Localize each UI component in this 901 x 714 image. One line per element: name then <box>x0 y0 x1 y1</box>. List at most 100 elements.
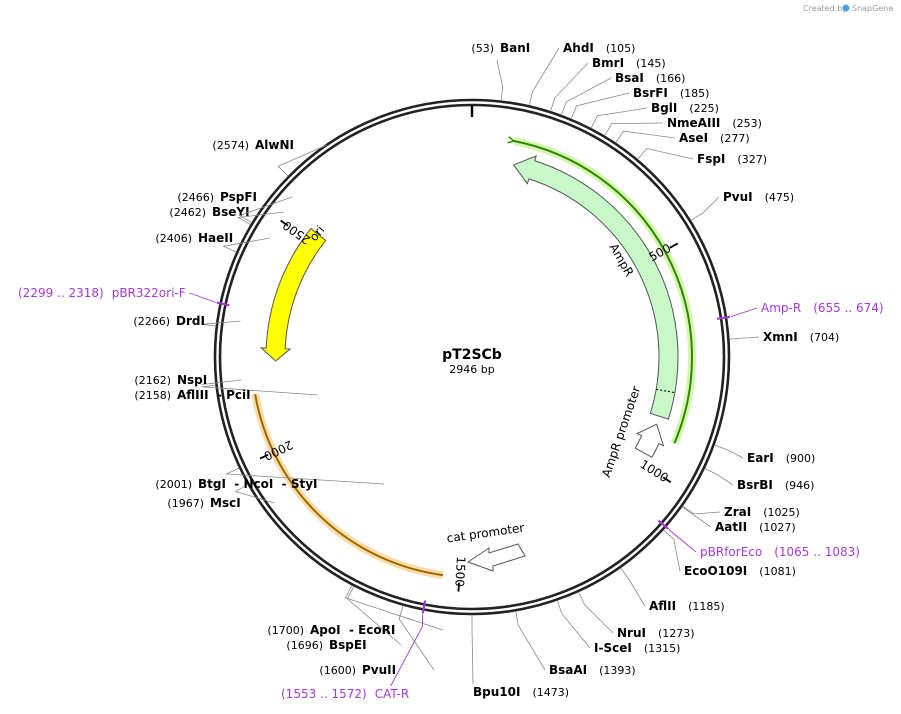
plasmid-length: 2946 bp <box>449 363 494 376</box>
enzyme-leader-line <box>578 591 614 634</box>
enzyme-leader-line <box>222 237 271 253</box>
primer-label[interactable]: (2299 .. 2318)pBR322ori-F <box>18 286 216 303</box>
primer-leader-line <box>189 292 216 303</box>
enzyme-site[interactable]: ApoI - EcoRI(1700) <box>267 585 443 637</box>
enzyme-leader-line <box>496 59 504 101</box>
enzyme-leader-line <box>714 444 744 459</box>
primer-name: CAT-R <box>375 687 410 701</box>
enzyme-name: BsrFI <box>633 86 668 100</box>
primer-range: (1553 .. 1572) <box>281 687 367 701</box>
enzyme-site[interactable]: FspI(327) <box>637 148 767 166</box>
enzyme-name: EcoO109I <box>684 564 747 578</box>
enzyme-site[interactable]: AseI(277) <box>615 130 750 145</box>
enzyme-site[interactable]: BsrBI(946) <box>704 468 815 492</box>
enzyme-site[interactable]: BmrI (145) <box>550 56 666 112</box>
feature-bands <box>251 136 696 580</box>
enzyme-site[interactable]: PvuI(475) <box>690 190 794 221</box>
enzyme-name: HaeII <box>198 231 233 245</box>
enzyme-site[interactable]: NruI(1273) <box>578 591 695 640</box>
enzyme-site[interactable]: AatII(1027) <box>681 506 796 534</box>
enzyme-position: (166) <box>656 72 686 85</box>
pbrforeco-primer-mark <box>657 519 669 530</box>
enzyme-position: (225) <box>689 102 719 115</box>
ampr-coverage-arrow-icon <box>507 136 516 144</box>
enzyme-site[interactable]: BanI(53) <box>471 41 530 101</box>
primer-label[interactable]: (1065 .. 1083)pBRforEco <box>668 529 860 559</box>
enzyme-leader-line <box>515 611 546 671</box>
enzyme-leader-line <box>681 506 712 528</box>
enzyme-site[interactable]: ZraI(1025) <box>682 505 800 519</box>
primer-label[interactable]: (1553 .. 1572) CAT-R <box>281 614 424 701</box>
enzyme-site[interactable]: DrdI(2266) <box>133 314 241 328</box>
enzyme-leader-line <box>238 196 293 224</box>
enzyme-site[interactable]: XmnI(704) <box>729 330 839 344</box>
enzyme-site[interactable]: PvuII(1600) <box>319 605 435 677</box>
ampr-feature <box>512 155 679 420</box>
enzyme-site[interactable]: I-SceI(1315) <box>556 600 680 655</box>
pbr322ori-f-primer-mark <box>216 301 230 307</box>
enzyme-site[interactable]: EcoO109I (1081) <box>663 529 796 578</box>
enzyme-site[interactable]: AlwNI(2574) <box>212 138 328 177</box>
enzyme-site[interactable]: BsaAI(1393) <box>515 611 636 677</box>
enzyme-site[interactable]: AflII(1185) <box>620 567 725 613</box>
enzyme-leader-line <box>550 62 589 112</box>
enzyme-name: AflII <box>649 599 676 613</box>
enzyme-leader-line <box>201 379 242 385</box>
enzyme-site[interactable]: BseYI(2462) <box>169 205 285 226</box>
plasmid-backbone <box>213 98 731 616</box>
enzyme-leader-line <box>528 47 560 106</box>
enzyme-position: (2466) <box>177 191 214 204</box>
enzyme-name: EarI <box>747 451 774 465</box>
ampr-divider <box>656 388 675 394</box>
enzyme-leader-line <box>704 468 734 486</box>
enzyme-site[interactable]: NmeAIII(253) <box>604 116 762 136</box>
enzyme-site[interactable]: NspI(2162) <box>134 373 242 387</box>
ampr-promoter-feature <box>634 423 665 459</box>
enzyme-position: (2158) <box>134 389 171 402</box>
snapgene-logo-icon <box>842 4 850 12</box>
enzyme-leader-line <box>637 148 694 160</box>
enzyme-site[interactable]: BspEI(1696) <box>286 586 402 652</box>
enzyme-name: XmnI <box>763 330 798 344</box>
enzyme-position: (53) <box>471 42 494 55</box>
enzyme-name: Bpu10I <box>473 685 520 699</box>
primer-marks <box>216 301 731 614</box>
primer-labels: (655 .. 674)Amp-R (1065 .. 1083)pBRforEco… <box>18 286 884 701</box>
ampr-promoter-label: AmpR promoter <box>599 384 643 479</box>
enzyme-name: AlwNI <box>255 138 294 152</box>
enzyme-name: NruI <box>617 626 646 640</box>
enzyme-site[interactable]: BtgI - NcoI - StyI(2001) <box>155 467 385 491</box>
enzyme-site[interactable]: BsrFI(185) <box>570 86 709 119</box>
enzyme-position: (327) <box>737 153 767 166</box>
enzyme-site[interactable]: EarI(900) <box>714 444 815 465</box>
enzyme-leader-line <box>234 484 275 504</box>
tick-mark <box>259 453 269 460</box>
enzyme-site[interactable]: MscI(1967) <box>167 484 275 510</box>
enzyme-name: BsrBI <box>737 478 773 492</box>
enzyme-site[interactable]: PspFI(2466) <box>177 190 293 224</box>
enzyme-site[interactable]: AflIII - PciI(2158) <box>134 384 318 402</box>
enzyme-site[interactable]: BglI(225) <box>590 101 719 129</box>
enzyme-position: (2406) <box>155 232 192 245</box>
enzyme-site[interactable]: BsaI(166) <box>561 71 686 116</box>
enzyme-leader-line <box>237 211 285 226</box>
primer-range: (655 .. 674) <box>813 301 883 315</box>
primer-leader-line <box>668 529 697 553</box>
enzyme-position: (1081) <box>759 565 796 578</box>
primer-label[interactable]: (655 .. 674)Amp-R <box>730 301 884 318</box>
enzyme-leader-line <box>663 529 681 572</box>
enzyme-leader-line <box>556 600 591 649</box>
watermark-brand: SnapGene <box>852 4 893 13</box>
tick-mark <box>669 242 679 249</box>
enzyme-site[interactable]: HaeII (2406) <box>155 231 271 253</box>
enzyme-name: BmrI <box>592 56 624 70</box>
enzyme-position: (105) <box>606 42 636 55</box>
enzyme-position: (2162) <box>134 374 171 387</box>
enzyme-position: (145) <box>636 57 666 70</box>
enzyme-name: NmeAIII <box>667 116 720 130</box>
enzyme-site[interactable]: Bpu10I(1473) <box>471 615 569 699</box>
enzyme-position: (2462) <box>169 206 206 219</box>
enzyme-name: BtgI - NcoI - StyI <box>198 477 318 491</box>
enzyme-site[interactable]: AhdI(105) <box>528 41 636 106</box>
